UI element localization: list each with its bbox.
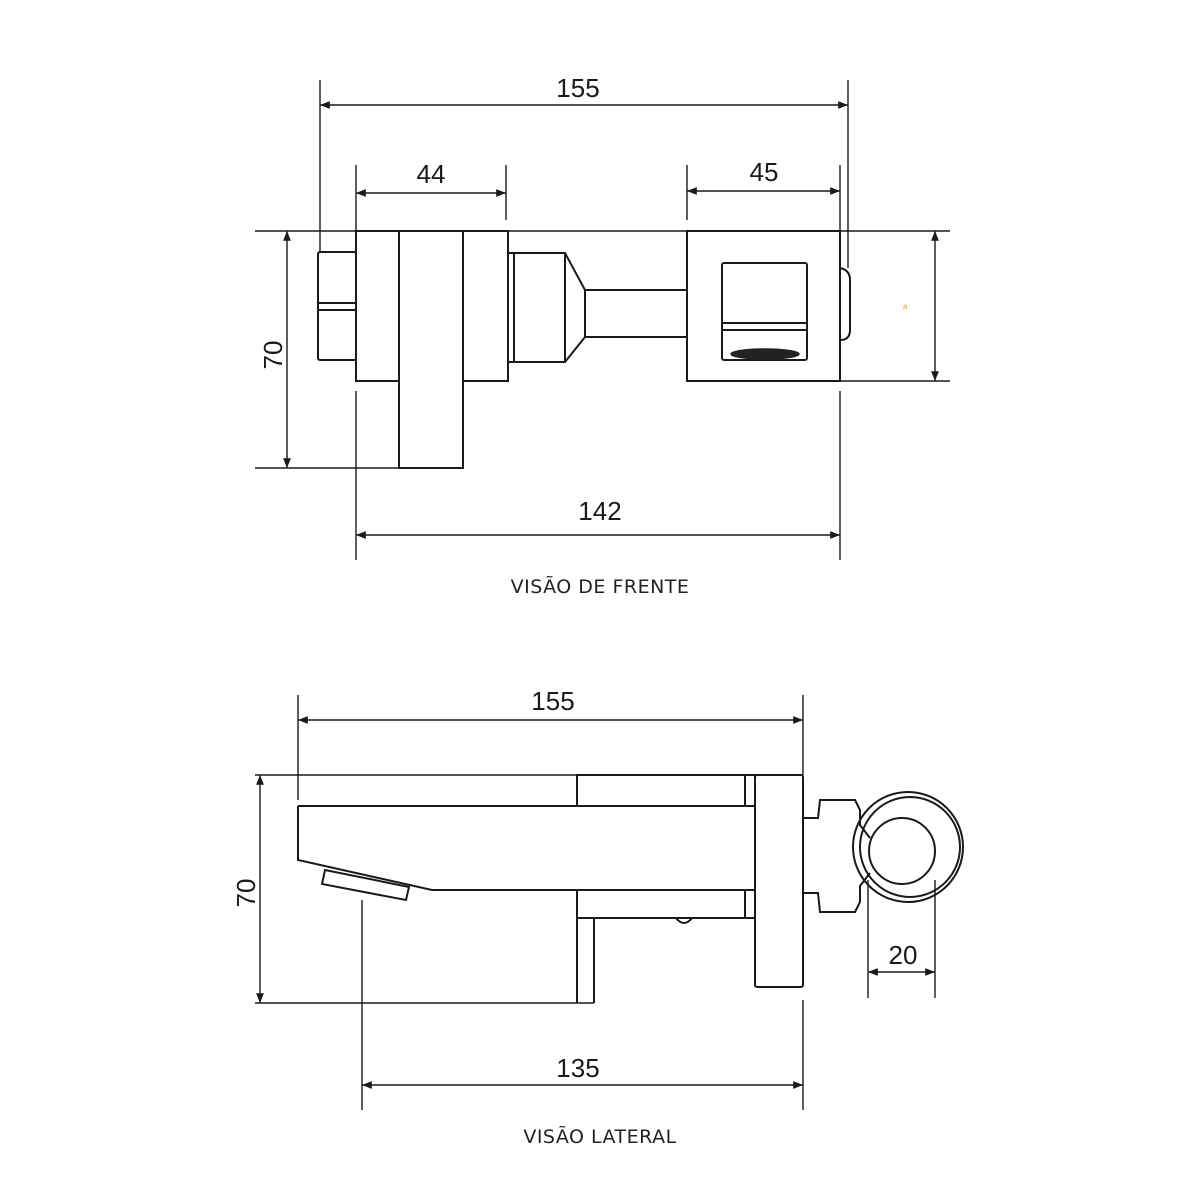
dim-side-155: 155 xyxy=(531,686,574,716)
dim-side-135: 135 xyxy=(556,1053,599,1083)
front-view-caption: VISÃO DE FRENTE xyxy=(511,575,690,598)
front-view: a 155 44 45 70 142 VISÃO DE FRENTE xyxy=(255,73,950,598)
dim-side-20: 20 xyxy=(889,940,918,970)
dim-front-142: 142 xyxy=(578,496,621,526)
side-view-caption: VISÃO LATERAL xyxy=(523,1125,676,1148)
small-mark-label: a xyxy=(903,302,908,311)
side-view: 155 70 20 135 VISÃO LATERAL xyxy=(231,686,964,1148)
dim-front-70: 70 xyxy=(258,341,288,370)
dim-front-44: 44 xyxy=(417,159,446,189)
dim-side-70: 70 xyxy=(231,879,261,908)
dim-front-45: 45 xyxy=(750,157,779,187)
dim-front-155: 155 xyxy=(556,73,599,103)
